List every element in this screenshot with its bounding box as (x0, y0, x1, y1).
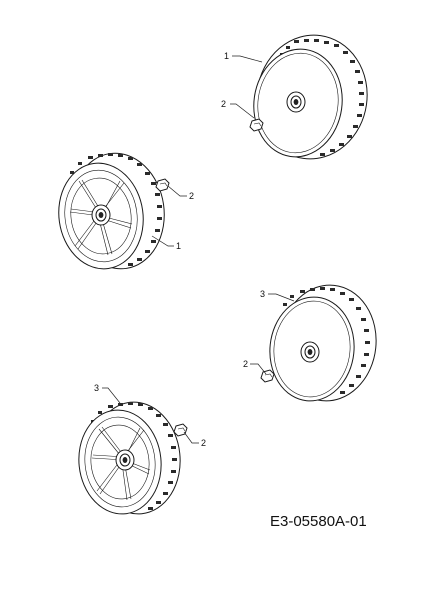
hub-clip-middle-right (260, 369, 275, 383)
leader-lines (102, 55, 295, 444)
tread-pattern (91, 402, 177, 510)
hub-clip-bottom (173, 423, 188, 437)
callout-label: 2 (189, 191, 194, 201)
hub-clip-top (249, 118, 264, 132)
tread-pattern (70, 153, 162, 266)
callout-label: 1 (224, 51, 229, 61)
wheel-top-right (253, 34, 368, 160)
figure-code: E3-05580A-01 (270, 513, 367, 530)
callout-label: 2 (221, 99, 226, 109)
tread-pattern (280, 39, 364, 156)
hub-clip-middle-left (155, 178, 170, 192)
wheel-bottom-left (78, 401, 181, 515)
callout-label: 2 (243, 359, 248, 369)
callout-label: 3 (260, 289, 265, 299)
wheel-middle-right (269, 284, 377, 402)
wheel-middle-left (58, 152, 165, 270)
callout-label: 1 (176, 241, 181, 251)
callout-label: 2 (201, 438, 206, 448)
callout-label: 3 (94, 383, 99, 393)
tread-pattern (283, 287, 370, 394)
